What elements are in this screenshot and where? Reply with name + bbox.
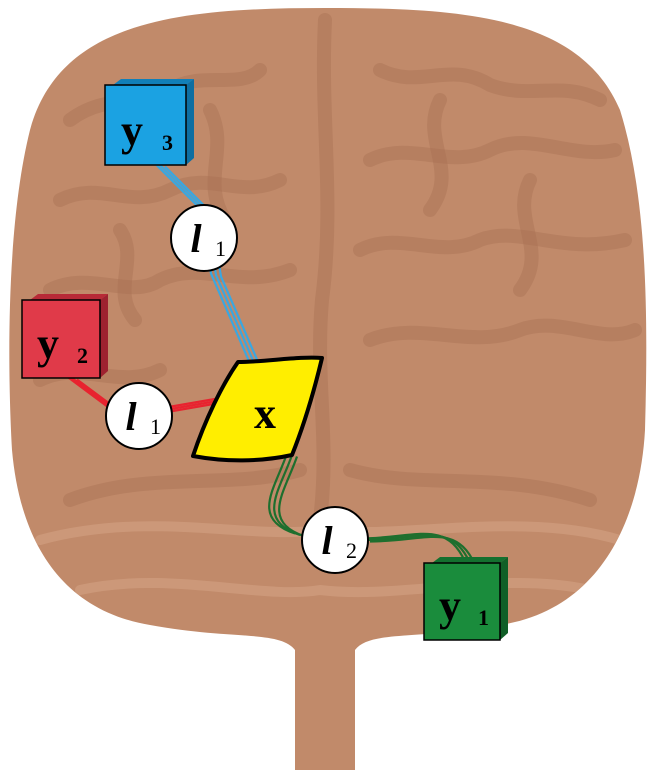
link-l2-sub: 2 (346, 538, 357, 563)
node-y2-label: y (37, 319, 59, 368)
node-y1-label: y (439, 581, 461, 630)
node-y3: y 3 (105, 79, 194, 165)
node-y1-sub: 1 (478, 605, 489, 630)
node-y1: y 1 (424, 557, 508, 640)
link-l2-label: l (321, 518, 333, 563)
node-y2: y 2 (22, 294, 108, 378)
link-l1-upper-sub: 1 (215, 236, 226, 261)
link-l1-upper: l 1 (171, 205, 237, 271)
link-l1-upper-label: l (190, 216, 202, 261)
node-y2-sub: 2 (77, 343, 88, 368)
link-l1-lower: l 1 (106, 383, 172, 449)
link-l1-lower-sub: 1 (150, 414, 161, 439)
node-x-label: x (254, 389, 276, 438)
link-l1-lower-label: l (125, 394, 137, 439)
node-y3-label: y (121, 106, 143, 155)
node-y3-sub: 3 (162, 130, 173, 155)
link-l2: l 2 (302, 507, 368, 573)
